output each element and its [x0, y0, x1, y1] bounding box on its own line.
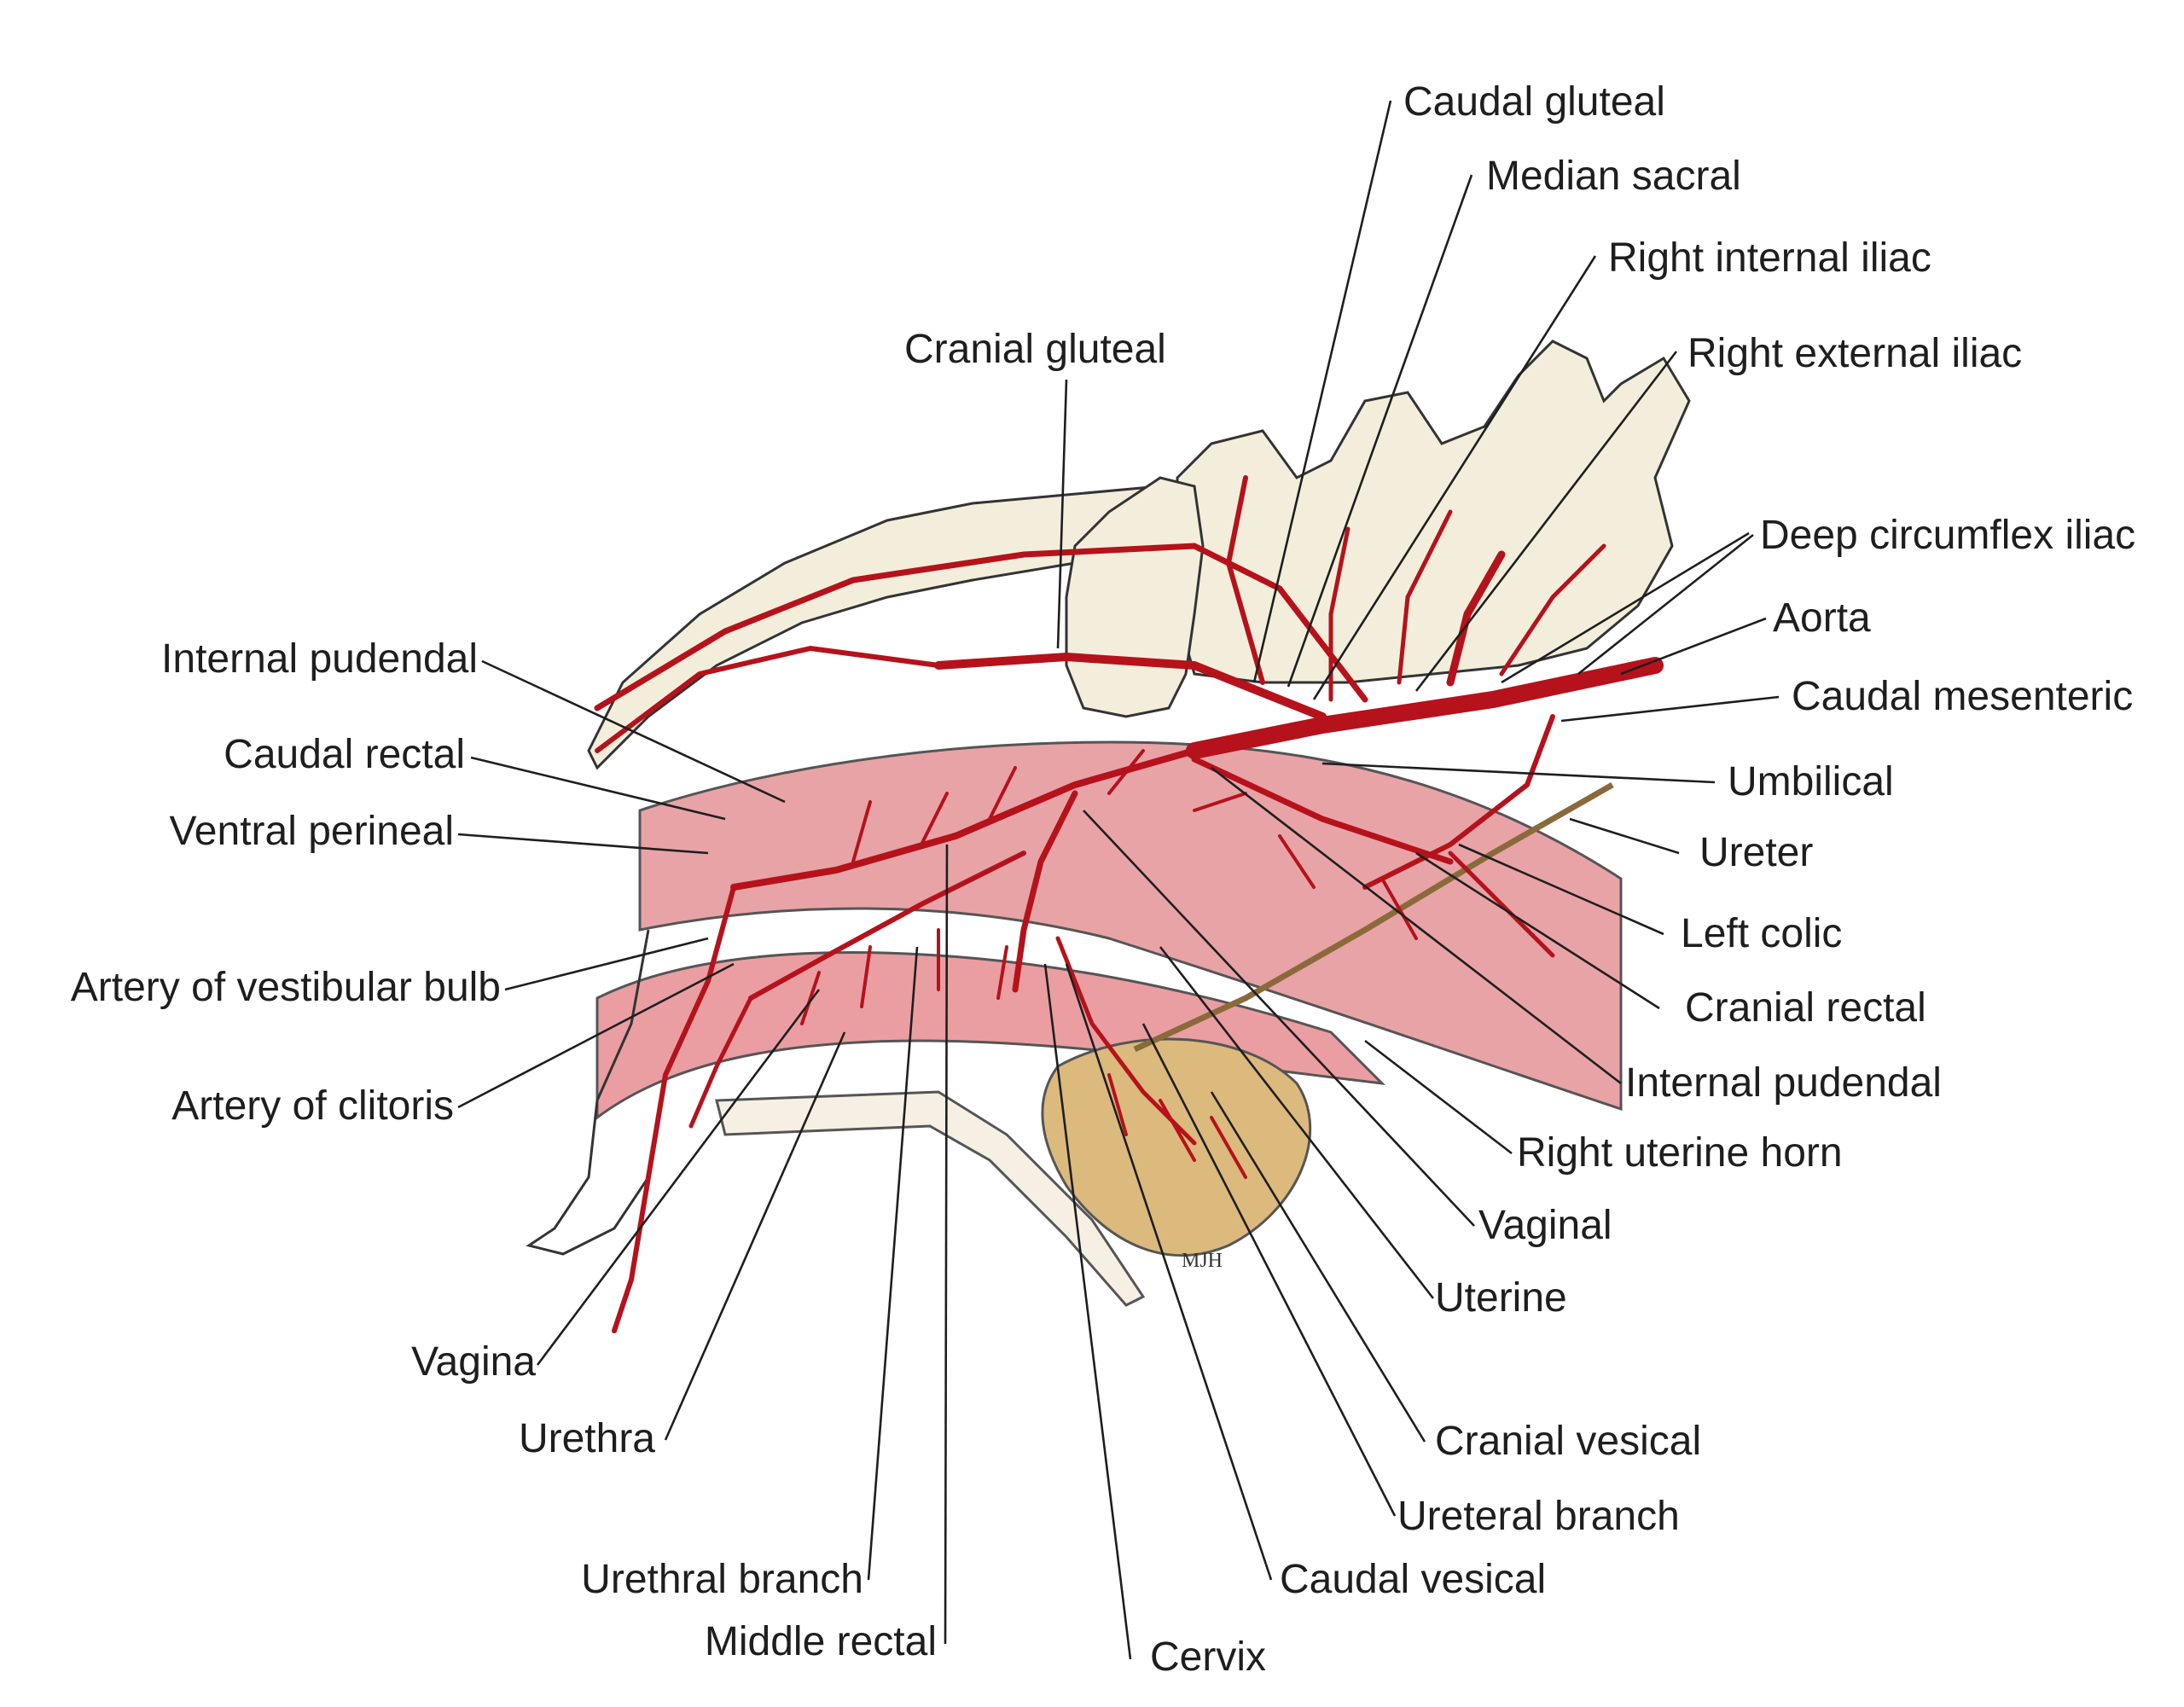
leader-uterine — [1159, 946, 1435, 1299]
label-deep-circumflex-iliac: Deep circumflex iliac — [1760, 513, 2135, 558]
uterine-vessel — [1012, 790, 1078, 993]
external-iliac-vessel — [1446, 550, 1506, 687]
label-umbilical: Umbilical — [1728, 759, 1894, 804]
label-middle-rectal: Middle rectal — [705, 1619, 937, 1664]
label-cervix: Cervix — [1150, 1634, 1266, 1680]
leader-ureteral-branch — [1141, 1023, 1397, 1517]
label-left-colic: Left colic — [1681, 911, 1842, 956]
label-artery-of-clitoris: Artery of clitoris — [171, 1083, 454, 1129]
umbilical-vessel — [1191, 756, 1454, 865]
label-cranial-vesical: Cranial vesical — [1435, 1419, 1701, 1464]
leader-vaginal — [1083, 810, 1475, 1227]
clitoral-vessel — [688, 996, 753, 1129]
leader-middle-rectal — [944, 844, 949, 1645]
urethra-tube — [715, 1090, 1146, 1307]
leader-artery-of-clitoris — [457, 962, 735, 1109]
leader-internal-pudendal-left — [481, 659, 786, 804]
leader-aorta — [1620, 617, 1767, 676]
leader-right-internal-iliac — [1312, 255, 1597, 700]
arteries — [594, 475, 1664, 1333]
tail-vessel — [595, 645, 941, 753]
leader-caudal-gluteal — [1252, 100, 1392, 683]
leader-deep-circumflex-iliac — [1501, 531, 1750, 684]
leader-internal-pudendal-right — [1211, 766, 1622, 1085]
leader-urethra — [664, 1031, 846, 1441]
label-right-external-iliac: Right external iliac — [1687, 331, 2022, 376]
label-ventral-perineal: Ventral perineal — [169, 809, 454, 854]
label-caudal-mesenteric: Caudal mesenteric — [1792, 674, 2133, 719]
vaginal-branches — [800, 928, 1008, 1025]
label-cranial-gluteal: Cranial gluteal — [904, 327, 1166, 372]
internal-pudendal-vessel — [730, 747, 1198, 891]
labels: Caudal gluteal Median sacral Right inter… — [71, 79, 2135, 1680]
label-ureteral-branch: Ureteral branch — [1397, 1494, 1680, 1539]
label-right-uterine-horn: Right uterine horn — [1517, 1130, 1843, 1176]
label-cranial-rectal: Cranial rectal — [1685, 985, 1926, 1031]
illustration: MJH — [526, 340, 1691, 1333]
artist-signature: MJH — [1182, 1250, 1223, 1272]
rectal-branches — [851, 749, 1418, 940]
leader-ventral-perineal — [457, 833, 709, 855]
label-vaginal: Vaginal — [1478, 1203, 1612, 1248]
label-urethral-branch: Urethral branch — [581, 1557, 863, 1602]
leader-caudal-rectal — [470, 756, 726, 821]
leader-cranial-gluteal — [1056, 379, 1068, 649]
leader-deep-circumflex-iliac-2 — [1577, 533, 1754, 676]
vaginal-vessel — [748, 851, 1026, 1001]
label-urethra: Urethra — [519, 1416, 655, 1461]
internal-iliac-vessel — [934, 652, 1327, 721]
median-sacral-vessel — [594, 543, 1368, 711]
leader-vagina — [536, 989, 821, 1366]
label-internal-pudendal-right: Internal pudendal — [1625, 1060, 1942, 1106]
leader-median-sacral — [1287, 174, 1473, 688]
leader-left-colic — [1458, 843, 1664, 936]
label-median-sacral: Median sacral — [1486, 154, 1741, 199]
vulva-outline — [526, 929, 650, 1256]
leader-lines — [457, 100, 1780, 1660]
leader-right-uterine-horn — [1364, 1039, 1513, 1155]
cranial-rectal-vessel — [1448, 851, 1555, 958]
label-right-internal-iliac: Right internal iliac — [1608, 235, 1931, 281]
leader-umbilical — [1321, 762, 1716, 784]
label-caudal-gluteal: Caudal gluteal — [1403, 79, 1665, 125]
leader-cranial-rectal — [1415, 851, 1660, 1010]
perineal-vessel — [612, 885, 736, 1333]
ureter — [1133, 781, 1614, 1053]
aorta-vessel — [1186, 657, 1664, 759]
label-internal-pudendal-left: Internal pudendal — [161, 636, 478, 682]
label-vagina: Vagina — [411, 1339, 536, 1385]
leader-right-external-iliac — [1414, 351, 1678, 692]
caudal-mesenteric-vessel — [1362, 714, 1555, 890]
label-uterine: Uterine — [1435, 1275, 1567, 1321]
label-artery-of-vestibular-bulb: Artery of vestibular bulb — [71, 965, 501, 1010]
label-caudal-vesical: Caudal vesical — [1280, 1557, 1546, 1602]
leader-ureter — [1569, 817, 1680, 855]
bladder-branches — [1107, 1073, 1247, 1179]
label-caudal-rectal: Caudal rectal — [224, 732, 465, 777]
leader-cranial-vesical — [1210, 1091, 1426, 1443]
label-aorta: Aorta — [1773, 595, 1871, 641]
leader-caudal-vesical — [1065, 963, 1273, 1581]
leader-cervix — [1043, 963, 1132, 1660]
leader-urethral-branch — [867, 946, 919, 1581]
leader-artery-of-vestibular-bulb — [504, 937, 709, 991]
label-ureter: Ureter — [1699, 830, 1813, 875]
caudal-gluteal-vessel — [1225, 475, 1265, 685]
leader-caudal-mesenteric — [1560, 695, 1780, 723]
